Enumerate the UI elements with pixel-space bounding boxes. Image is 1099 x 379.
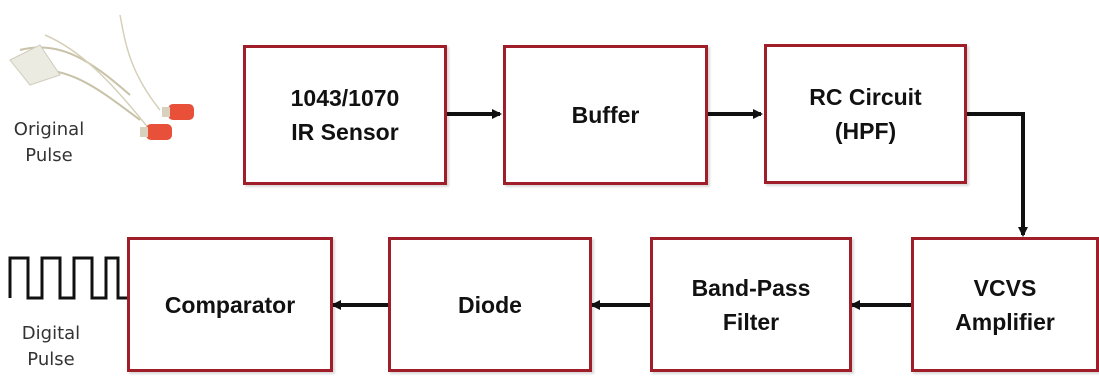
block-rc-circuit-label: RC Circuit (HPF) [809, 80, 921, 148]
block-rc-circuit: RC Circuit (HPF) [764, 44, 967, 184]
block-comparator: Comparator [127, 237, 333, 372]
original-pulse-label: Original Pulse [8, 117, 90, 169]
block-band-pass-filter-label: Band-Pass Filter [692, 271, 811, 339]
block-band-pass-filter: Band-Pass Filter [650, 237, 852, 372]
arrow-rc-to-vcvs [967, 114, 1023, 235]
block-diode: Diode [388, 237, 592, 372]
block-ir-sensor-label: 1043/1070 IR Sensor [291, 81, 400, 149]
digital-pulse-waveform [10, 258, 128, 298]
block-ir-sensor: 1043/1070 IR Sensor [243, 45, 447, 185]
digital-pulse-label: Digital Pulse [10, 321, 92, 373]
block-buffer: Buffer [503, 45, 708, 185]
block-diode-label: Diode [458, 288, 522, 322]
block-buffer-label: Buffer [572, 98, 640, 132]
block-comparator-label: Comparator [165, 288, 295, 322]
block-vcvs-amplifier: VCVS Amplifier [911, 237, 1099, 372]
block-vcvs-amplifier-label: VCVS Amplifier [955, 271, 1055, 339]
